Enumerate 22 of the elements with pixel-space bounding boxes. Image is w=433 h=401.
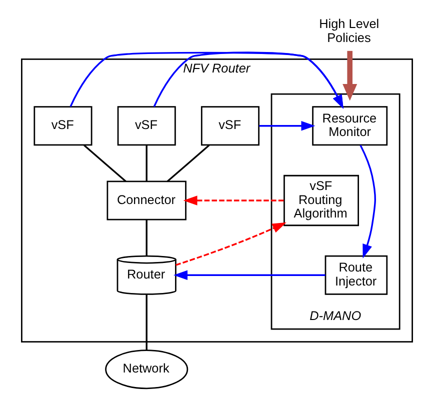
node-ellipse: Network — [104, 350, 188, 390]
arrow — [173, 270, 325, 280]
node-box: Connector — [106, 180, 186, 220]
node-box: vSF Routing Algorithm — [283, 174, 358, 226]
connector — [145, 294, 147, 350]
connector — [83, 144, 126, 182]
node-box: vSF — [116, 106, 176, 146]
node-box: vSF — [200, 106, 259, 146]
node-box: vSF — [33, 106, 92, 146]
arrow — [359, 144, 376, 258]
arrow — [175, 222, 286, 266]
arrow — [258, 120, 315, 131]
connector — [145, 145, 147, 182]
node-box: Resource Monitor — [312, 106, 388, 146]
arrow — [182, 196, 284, 206]
node-box: Route Injector — [324, 255, 388, 295]
arrow — [152, 52, 343, 109]
arrow — [342, 50, 357, 101]
connector — [145, 220, 147, 256]
arrow — [69, 52, 343, 109]
connector — [166, 144, 210, 182]
node-text: High Level Policies — [318, 17, 379, 45]
